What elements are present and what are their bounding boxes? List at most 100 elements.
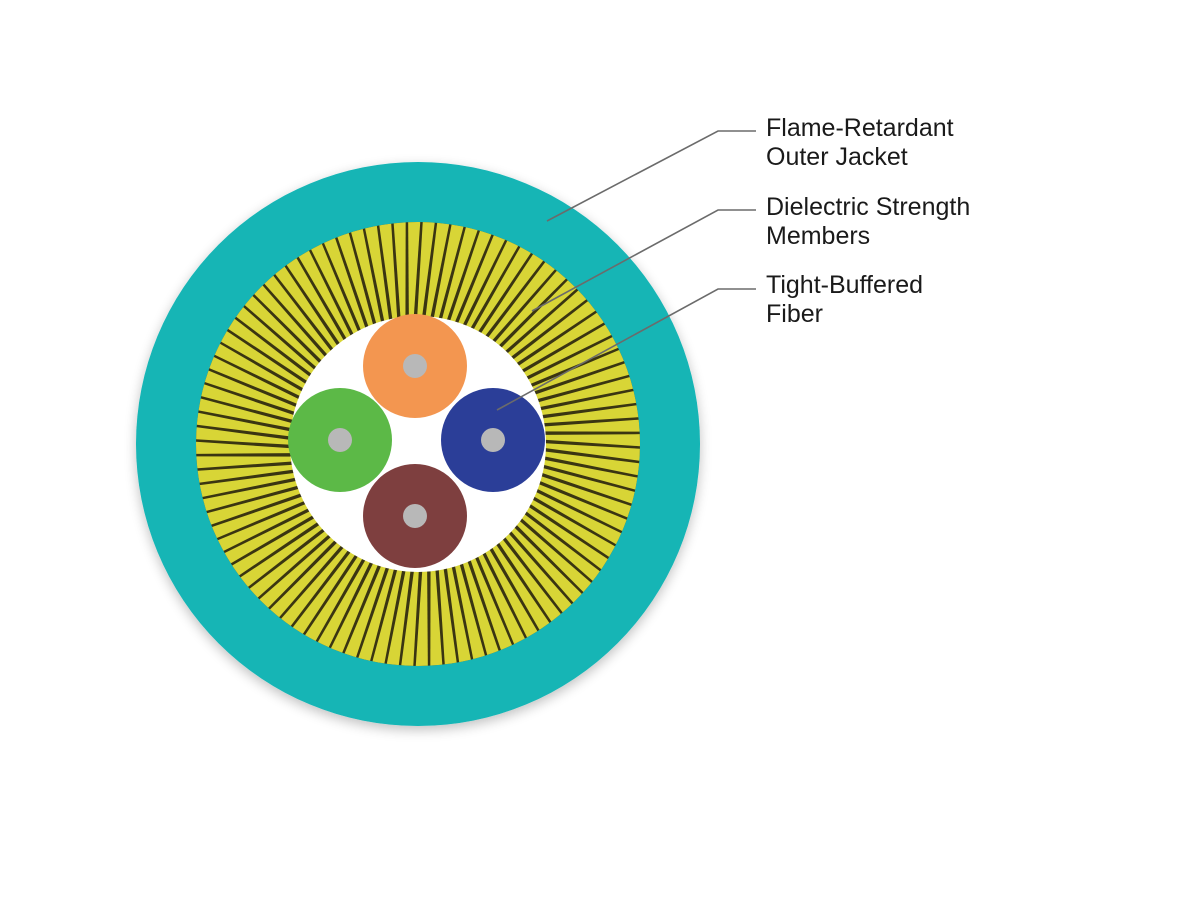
strength-strand bbox=[525, 404, 640, 425]
strength-strand bbox=[300, 541, 371, 648]
strength-strand bbox=[334, 225, 378, 344]
strength-strand bbox=[259, 269, 342, 368]
strength-strand bbox=[508, 320, 619, 385]
strength-strand bbox=[355, 551, 399, 666]
strength-strand bbox=[408, 222, 421, 335]
strength-strand bbox=[458, 544, 502, 663]
strength-strand bbox=[512, 333, 626, 391]
strength-strand bbox=[521, 477, 635, 535]
strength-strand bbox=[526, 456, 640, 492]
label-outer-jacket-line1: Flame-Retardant bbox=[766, 114, 954, 142]
strength-strand bbox=[204, 491, 321, 542]
strength-strand bbox=[393, 222, 406, 336]
strength-strand bbox=[499, 296, 603, 373]
strength-strand bbox=[196, 477, 315, 513]
strength-strand bbox=[196, 463, 311, 484]
strength-strand bbox=[515, 491, 622, 562]
strength-strand bbox=[527, 449, 640, 477]
strength-strand bbox=[527, 434, 640, 447]
strength-strand bbox=[313, 544, 378, 655]
strength-strand bbox=[197, 367, 313, 418]
strength-strand bbox=[221, 313, 324, 391]
fiber-brown-core bbox=[403, 504, 427, 528]
strength-strand bbox=[451, 227, 509, 341]
strength-strand bbox=[400, 554, 420, 666]
strength-strand bbox=[282, 251, 353, 358]
fiber-brown bbox=[363, 464, 467, 568]
strength-strand bbox=[294, 243, 359, 354]
strength-strand bbox=[483, 530, 554, 637]
strength-strand bbox=[229, 301, 328, 385]
strength-members bbox=[196, 222, 640, 666]
strength-strand bbox=[444, 549, 473, 666]
strength-strand bbox=[451, 547, 487, 666]
strength-strand bbox=[483, 264, 572, 358]
cable-core bbox=[290, 316, 546, 572]
strength-strand bbox=[341, 549, 392, 665]
strength-strand bbox=[430, 222, 466, 336]
strength-strand bbox=[423, 222, 451, 335]
label-outer-jacket-line2: Outer Jacket bbox=[766, 143, 908, 171]
strength-strand bbox=[196, 426, 308, 446]
strength-strand bbox=[264, 530, 353, 624]
strength-strand bbox=[477, 255, 561, 354]
strength-strand bbox=[499, 515, 588, 609]
strength-strand bbox=[528, 442, 640, 462]
strength-strand bbox=[210, 497, 324, 555]
leader-line-fiber bbox=[496, 288, 756, 411]
strength-strand bbox=[225, 509, 332, 580]
strength-strand bbox=[196, 470, 313, 499]
strength-strand bbox=[477, 534, 542, 645]
fiber-blue-core bbox=[481, 428, 505, 452]
strength-strand bbox=[199, 484, 318, 528]
strength-strand bbox=[508, 503, 607, 587]
strength-strand bbox=[275, 534, 359, 633]
label-strength-members-line2: Members bbox=[766, 222, 871, 250]
strength-strand bbox=[525, 463, 640, 507]
strength-strand bbox=[214, 326, 321, 397]
strength-strand bbox=[458, 233, 523, 344]
strength-strand bbox=[378, 222, 399, 337]
strength-strand bbox=[415, 553, 428, 666]
strength-strand bbox=[385, 553, 413, 666]
strength-strand bbox=[437, 222, 481, 337]
strength-strand bbox=[363, 222, 392, 339]
strength-strand bbox=[489, 525, 566, 629]
strength-strand bbox=[327, 547, 385, 661]
leader-line-strength bbox=[531, 209, 756, 312]
strength-strand bbox=[270, 259, 347, 363]
strength-strand bbox=[504, 308, 611, 379]
strength-strand bbox=[523, 470, 639, 521]
strength-strand bbox=[465, 240, 536, 347]
label-strength-members-line1: Dielectric Strength bbox=[766, 193, 971, 221]
strength-strand bbox=[370, 552, 406, 666]
strength-strand bbox=[217, 503, 328, 568]
strength-strand bbox=[207, 339, 318, 404]
leader-line-jacket bbox=[546, 130, 756, 222]
fiber-blue bbox=[441, 388, 545, 492]
label-strength-members: Dielectric Strength Members bbox=[766, 193, 970, 251]
strength-strand bbox=[504, 509, 598, 598]
strength-strand bbox=[196, 381, 311, 425]
strength-strand bbox=[196, 396, 310, 432]
strength-strand bbox=[512, 497, 615, 575]
strength-strand bbox=[416, 222, 436, 334]
label-tight-buffered-fiber-line1: Tight-Buffered bbox=[766, 271, 924, 299]
strength-strand bbox=[523, 389, 640, 418]
fiber-green bbox=[288, 388, 392, 492]
strength-strand bbox=[471, 538, 529, 652]
strength-strand bbox=[243, 520, 342, 603]
strength-strand bbox=[444, 223, 495, 339]
strength-strand bbox=[494, 520, 577, 619]
strength-strand bbox=[196, 411, 309, 439]
fiber-orange-core bbox=[403, 354, 427, 378]
strength-strand bbox=[465, 541, 516, 658]
strength-strand bbox=[430, 552, 443, 666]
strength-strand bbox=[494, 285, 593, 368]
strength-strand bbox=[349, 222, 385, 341]
strength-strand bbox=[437, 551, 458, 666]
strength-strand bbox=[248, 279, 337, 373]
strength-strand bbox=[320, 230, 371, 347]
strength-strand bbox=[307, 236, 365, 350]
